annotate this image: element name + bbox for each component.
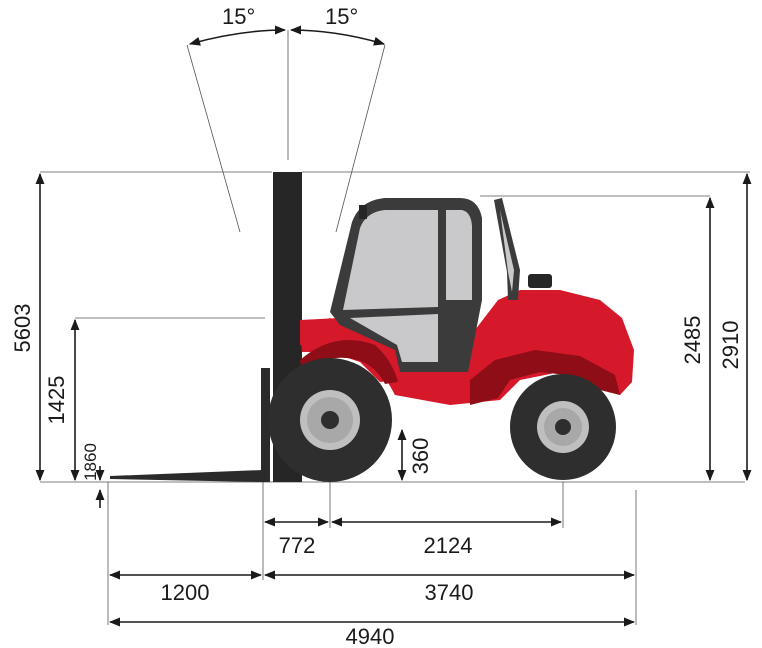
front-overhang-label: 772 xyxy=(279,533,316,558)
cab-height-label: 2485 xyxy=(680,316,705,365)
tilt-forward-label: 15° xyxy=(222,4,255,29)
fork-height-label: 1860 xyxy=(81,443,100,481)
max-lift-height-label: 5603 xyxy=(10,304,35,353)
cab-window-side xyxy=(446,210,472,300)
length-to-fork-face-label: 3740 xyxy=(425,580,474,605)
forks xyxy=(110,368,270,482)
dim-front-overhang: 772 xyxy=(263,517,330,558)
extension-lines xyxy=(40,171,750,625)
cab-door-window xyxy=(350,314,438,362)
front-wheel-arch xyxy=(300,340,398,384)
overall-length-label: 4940 xyxy=(346,624,395,648)
dim-fork-length: 1200 xyxy=(108,570,263,605)
dim-max-lift-height: 5603 xyxy=(10,172,45,482)
air-intake xyxy=(528,274,552,288)
dim-mid-lift-height: 1425 xyxy=(44,318,80,482)
wheelbase-label: 2124 xyxy=(424,533,473,558)
tilt-forward-arc xyxy=(188,25,287,46)
front-wheel xyxy=(268,358,392,482)
overall-height-label: 2910 xyxy=(718,321,743,370)
tilt-backward-line xyxy=(335,44,386,233)
forklift-illustration xyxy=(110,172,634,482)
dim-fork-height: 1860 xyxy=(81,443,105,508)
cab-window-front xyxy=(343,210,438,310)
dim-wheelbase: 2124 xyxy=(330,517,563,558)
dim-cab-height: 2485 xyxy=(680,196,715,482)
body-dark-section xyxy=(470,350,620,405)
dim-length-to-fork-face: 3740 xyxy=(263,570,636,605)
rear-wheel xyxy=(510,374,616,480)
tilt-forward-line xyxy=(186,44,241,233)
fork-length-label: 1200 xyxy=(161,580,210,605)
mid-lift-height-label: 1425 xyxy=(44,376,69,425)
tilt-backward-label: 15° xyxy=(325,4,358,29)
dim-overall-height: 2910 xyxy=(718,172,752,482)
ground-clearance-label: 360 xyxy=(408,438,433,475)
mirror xyxy=(359,205,367,219)
dim-overall-length: 4940 xyxy=(108,617,636,648)
tilt-backward-arc xyxy=(289,25,386,46)
tilt-angle-indicator: 15° 15° xyxy=(186,4,386,233)
dim-ground-clearance: 360 xyxy=(397,428,433,482)
